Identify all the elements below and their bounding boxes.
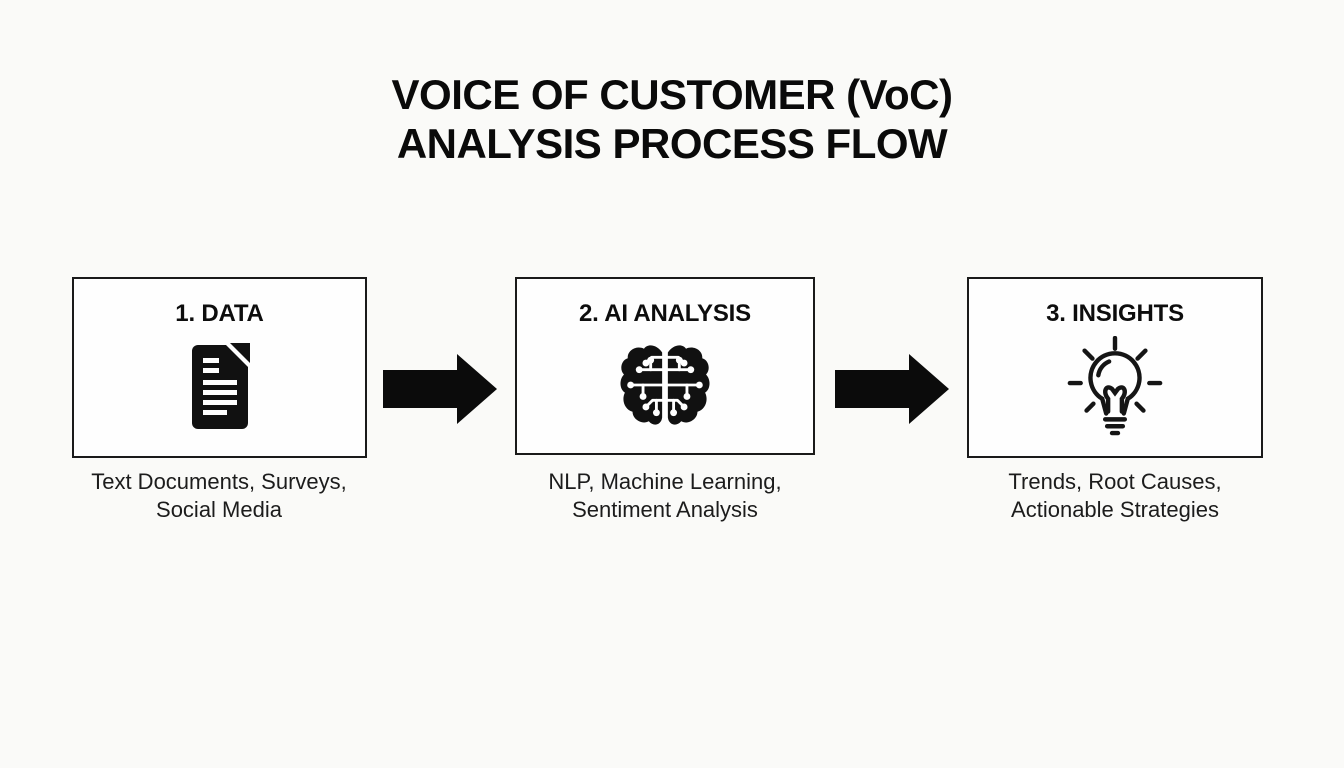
flow-arrow-right-icon (383, 354, 497, 424)
page-title: VOICE OF CUSTOMER (VoC) ANALYSIS PROCESS… (0, 70, 1344, 168)
stage-caption-data: Text Documents, Surveys, Social Media (39, 468, 399, 524)
caption-line-2: Social Media (156, 497, 282, 522)
stage-box-ai-analysis: 2. AI ANALYSIS (515, 277, 815, 455)
stage-box-insights: 3. INSIGHTS (967, 277, 1263, 458)
stage-caption-insights: Trends, Root Causes, Actionable Strategi… (935, 468, 1295, 524)
document-icon (188, 343, 252, 436)
caption-line-1: Text Documents, Surveys, (91, 469, 347, 494)
caption-line-2: Actionable Strategies (1011, 497, 1219, 522)
title-line-2: ANALYSIS PROCESS FLOW (396, 120, 948, 167)
caption-line-1: Trends, Root Causes, (1008, 469, 1222, 494)
caption-line-2: Sentiment Analysis (572, 497, 758, 522)
stage-caption-ai-analysis: NLP, Machine Learning, Sentiment Analysi… (485, 468, 845, 524)
stage-box-data: 1. DATA (72, 277, 367, 458)
lightbulb-icon (1067, 335, 1163, 443)
flow-arrow-right-icon (835, 354, 949, 424)
title-line-1: VOICE OF CUSTOMER (VoC) (391, 71, 953, 118)
stage-heading-ai-analysis: 2. AI ANALYSIS (579, 300, 751, 327)
stage-heading-insights: 3. INSIGHTS (1046, 300, 1184, 327)
brain-circuit-icon (619, 343, 711, 432)
caption-line-1: NLP, Machine Learning, (548, 469, 782, 494)
stage-heading-data: 1. DATA (175, 300, 264, 327)
